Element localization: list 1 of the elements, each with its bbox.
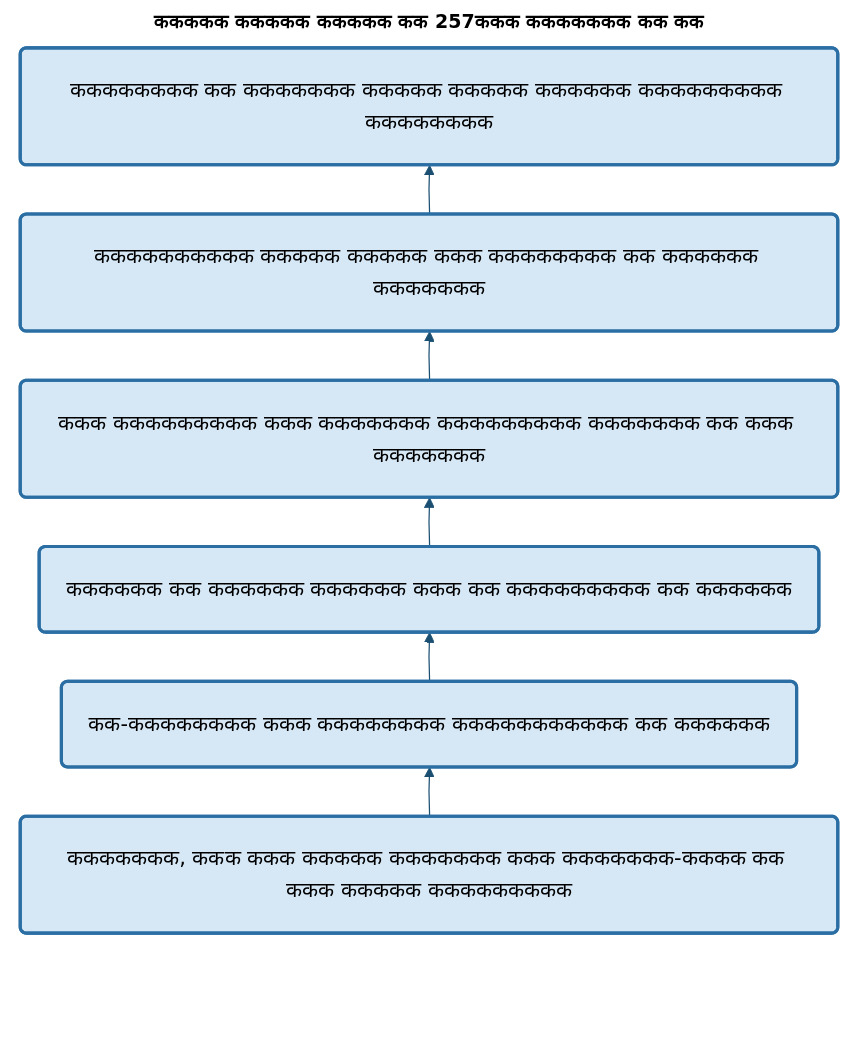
diagram-title: ककककक ककककक ककककक कक 257ककक ककककककक कक कक	[153, 9, 705, 34]
